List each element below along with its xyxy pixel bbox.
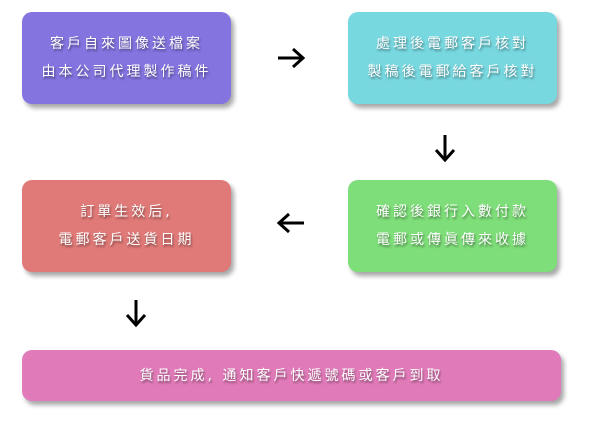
step-1-line-2: 由本公司代理製作稿件 <box>41 64 212 80</box>
step-4-line-2: 電郵客戶送貨日期 <box>58 232 195 248</box>
step-4-box: 訂單生效后, 電郵客戶送貨日期 <box>22 180 231 272</box>
step-5-box: 貨品完成, 通知客戶快遞號碼或客戶到取 <box>22 350 561 401</box>
step-2-box: 處理後電郵客戶核對 製稿後電郵給客戶核對 <box>348 12 557 104</box>
step-1-box: 客戶自來圖像送檔案 由本公司代理製作稿件 <box>22 12 231 104</box>
step-3-line-2: 電郵或傳眞傳來收據 <box>376 232 529 248</box>
arrow-right-icon <box>276 43 306 73</box>
arrow-down-icon <box>121 298 151 328</box>
step-1-line-1: 客戶自來圖像送檔案 <box>50 36 203 52</box>
step-4-line-1: 訂單生效后, <box>80 204 173 220</box>
step-2-line-1: 處理後電郵客戶核對 <box>376 36 529 52</box>
step-2-line-2: 製稿後電郵給客戶核對 <box>367 64 538 80</box>
arrow-left-icon <box>276 208 306 238</box>
step-5-line-1: 貨品完成, 通知客戶快遞號碼或客戶到取 <box>139 367 444 384</box>
step-3-box: 確認後銀行入數付款 電郵或傳眞傳來收據 <box>348 180 557 272</box>
arrow-down-icon <box>430 133 460 163</box>
step-3-line-1: 確認後銀行入數付款 <box>376 204 529 220</box>
